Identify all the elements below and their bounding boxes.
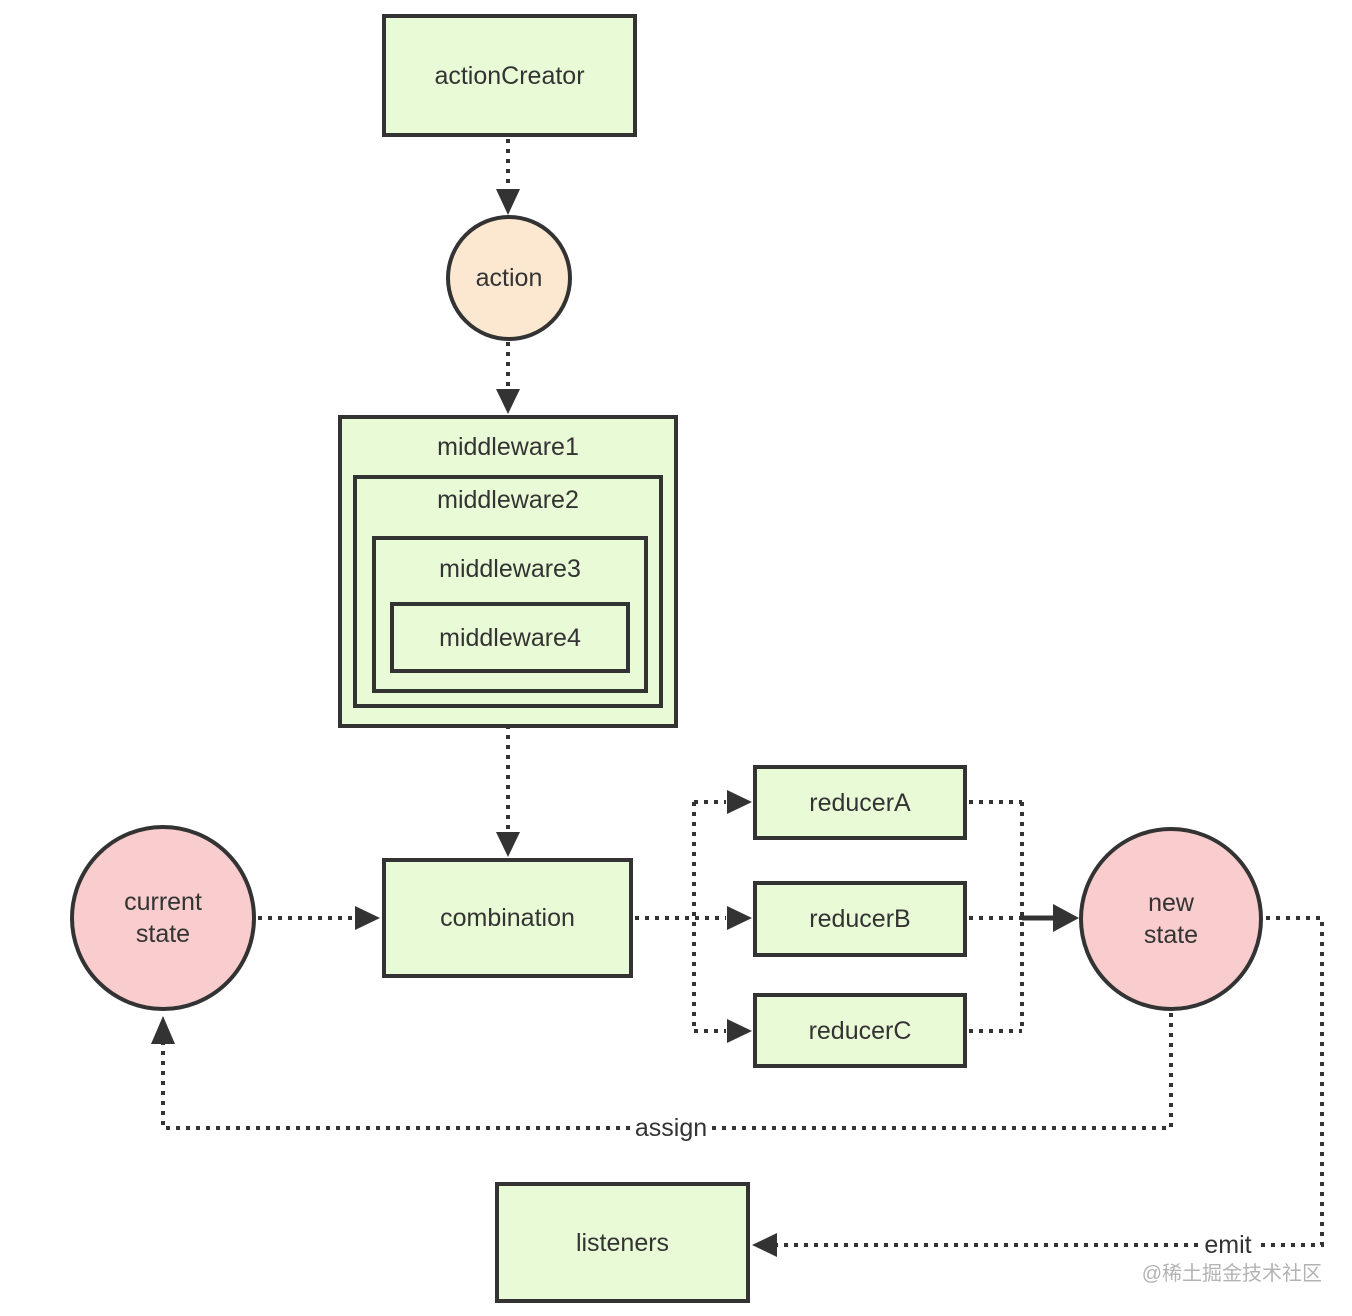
- node-reducer-c: reducerC: [753, 993, 967, 1068]
- node-middleware2-label: middleware2: [437, 486, 579, 514]
- arrowhead-right-reducer-b: [727, 906, 752, 930]
- node-new-state: new state: [1079, 827, 1263, 1011]
- arrowhead-right-reducer-a: [727, 790, 752, 814]
- arrowhead-down-middleware: [496, 389, 520, 414]
- edge-label-emit: emit: [1204, 1231, 1252, 1259]
- arrowhead-left-listeners: [752, 1233, 777, 1257]
- edge-assign: [161, 1013, 1173, 1130]
- watermark: @稀土掘金技术社区: [1141, 1263, 1322, 1285]
- node-new-state-line1: new: [1148, 889, 1194, 917]
- node-new-state-line2: state: [1143, 921, 1199, 949]
- node-listeners-label: listeners: [575, 1228, 670, 1257]
- arrowhead-up-currentstate: [151, 1016, 175, 1044]
- edge-label-assign: assign: [634, 1114, 708, 1142]
- edge-reducers-join: [969, 800, 1024, 1033]
- node-combination-label: combination: [440, 904, 575, 932]
- arrowhead-right-newstate: [1053, 904, 1079, 932]
- node-middleware1-label: middleware1: [437, 433, 579, 461]
- edge-emit: [777, 916, 1324, 1247]
- arrowhead-down-combination: [496, 832, 520, 857]
- node-reducer-a-label: reducerA: [809, 788, 911, 817]
- node-current-state-line1: current: [124, 888, 202, 916]
- node-listeners: listeners: [495, 1182, 750, 1303]
- edge-combination-reducers: [635, 800, 726, 1033]
- node-current-state-line2: state: [135, 920, 191, 948]
- node-middleware4-label: middleware4: [439, 623, 581, 652]
- node-reducer-b-label: reducerB: [809, 905, 911, 933]
- node-action-label: action: [475, 264, 543, 292]
- node-reducer-c-label: reducerC: [808, 1016, 912, 1045]
- node-middleware3-label: middleware3: [439, 555, 581, 583]
- arrowhead-right-reducer-c: [727, 1019, 752, 1043]
- node-action-creator: actionCreator: [382, 14, 637, 137]
- node-combination: combination: [382, 858, 633, 978]
- node-action-creator-label: actionCreator: [434, 61, 585, 90]
- arrowhead-right-combination: [355, 906, 380, 930]
- node-reducer-a: reducerA: [753, 765, 967, 840]
- node-middleware4: middleware4: [390, 602, 630, 673]
- node-current-state: current state: [70, 825, 256, 1011]
- node-action: action: [446, 215, 572, 341]
- arrowhead-down-action: [496, 189, 520, 215]
- node-reducer-b: reducerB: [753, 881, 967, 957]
